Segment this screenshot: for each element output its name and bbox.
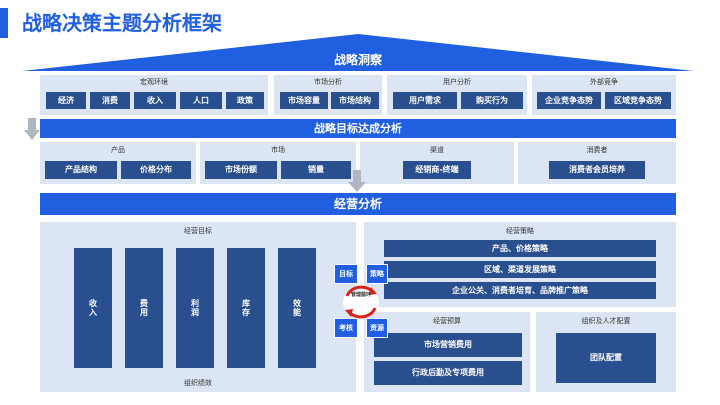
roof-shape [22,34,694,71]
strategy-product-price: 产品、价格策略 [384,240,656,257]
chip-population: 人口 [180,92,222,109]
cycle-tag-target: 目标 [334,264,358,284]
chip-regional-competition: 区域竞争态势 [605,92,671,109]
chip-consumption: 消费 [90,92,130,109]
target-revenue: 收入 [74,248,112,368]
budget-marketing-expense: 市场营销费用 [374,333,522,357]
chip-policy: 政策 [226,92,264,109]
chip-purchase-behavior: 购买行为 [461,92,523,109]
goal-product-title: 产品 [111,146,125,154]
insight-competition-title: 外部竞争 [590,78,618,86]
down-arrow-icon [24,118,40,140]
cycle-ring-icon [343,285,379,319]
chip-member-cultivation: 消费者会员培养 [549,161,645,179]
targets-title: 经营目标 [184,227,212,235]
org-performance-label: 组织绩效 [184,379,212,387]
cycle-tag-strategy: 策略 [366,264,388,284]
goal-market-title: 市场 [271,146,285,154]
chip-user-demand: 用户需求 [393,92,457,109]
chip-economy: 经济 [46,92,86,109]
chip-income: 收入 [134,92,176,109]
insight-macro-title: 宏观环境 [140,78,168,86]
operation-band: 经营分析 [40,193,676,215]
title-accent-bar [0,8,8,38]
budget-title: 经营预算 [433,317,461,325]
page-title: 战略决策主题分析框架 [22,11,222,35]
chip-enterprise-competition: 企业竞争态势 [537,92,601,109]
budget-admin-expense: 行政后勤及专项费用 [374,361,522,385]
insight-market-title: 市场分析 [314,78,342,86]
insight-user-title: 用户分析 [443,78,471,86]
chip-dealer-terminal: 经销商-终端 [403,161,471,179]
goal-band: 战略目标达成分析 [40,119,676,138]
goal-channel-title: 渠道 [430,146,444,154]
chip-product-structure: 产品结构 [45,161,117,179]
cycle-tag-resource: 资源 [366,318,388,338]
strategy-pr-brand: 企业公关、消费者培育、品牌推广策略 [384,282,656,299]
insight-title: 战略洞察 [333,53,382,67]
target-profit: 利润 [176,248,214,368]
down-arrow-icon [348,170,366,192]
chip-market-share: 市场份额 [205,161,277,179]
chip-market-capacity: 市场容量 [280,92,328,109]
strategy-region-channel: 区域、渠道发展策略 [384,261,656,278]
goal-consumer-title: 消费者 [586,146,608,154]
chip-market-structure: 市场结构 [331,92,379,109]
cycle-center-label: 管理循环 [350,292,371,298]
chip-price-distribution: 价格分布 [121,161,191,179]
target-expense: 费用 [125,248,163,368]
org-team-config: 团队配置 [556,333,656,383]
strategy-title: 经营策略 [506,227,534,235]
target-inventory: 库存 [227,248,265,368]
target-efficiency: 效能 [278,248,316,368]
chip-sales-volume: 销量 [281,161,351,179]
org-title: 组织及人才配置 [581,317,631,325]
cycle-tag-review: 考核 [334,318,358,338]
